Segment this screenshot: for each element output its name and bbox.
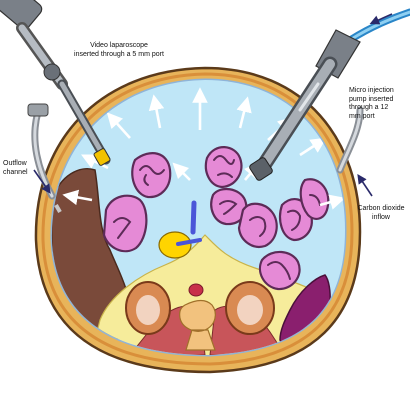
co2-inflow xyxy=(336,106,364,174)
bowel-loops xyxy=(102,146,330,291)
vena-cava xyxy=(176,238,202,246)
label-video-laparoscope: Video laparoscope inserted through a 5 m… xyxy=(74,42,164,58)
kidney-left xyxy=(125,281,171,335)
label-micro-injection-pump: Micro injection pump inserted through a … xyxy=(349,87,394,120)
label-co2-inflow: Carbon dioxide inflow xyxy=(357,205,405,221)
label-outflow-channel: Outflow channel xyxy=(3,160,28,176)
laparoscope-icon xyxy=(0,0,111,166)
spine xyxy=(179,299,216,351)
aorta xyxy=(158,231,192,259)
injection-pump-icon xyxy=(249,8,410,181)
kidney-right xyxy=(225,281,275,335)
